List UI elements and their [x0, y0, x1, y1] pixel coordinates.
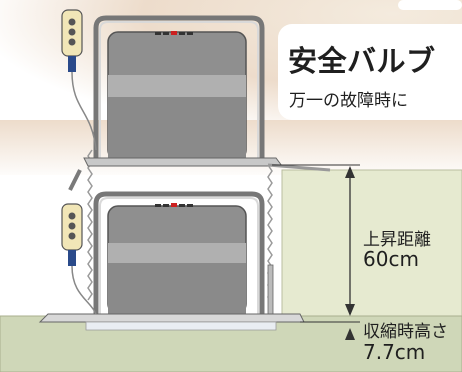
lower-frame	[93, 191, 265, 316]
lift-distance-value: 60cm	[363, 247, 419, 271]
retract-height-value: 7.7cm	[363, 340, 426, 364]
retract-height-arrow	[300, 321, 360, 340]
bellows-left	[87, 149, 93, 301]
upper-side-plate-left	[68, 169, 82, 191]
remote-controller-icon	[61, 9, 97, 151]
lift-distance-label: 上昇距離	[363, 230, 431, 250]
callout-subtitle: 万一の故障時に	[289, 91, 408, 111]
base-platform	[38, 313, 305, 323]
upper-platform	[83, 157, 283, 167]
raised-lift-device	[68, 15, 331, 304]
callout-box	[278, 24, 462, 120]
indicator-light-icon	[155, 203, 193, 207]
retract-height-label: 収縮時高さ	[363, 322, 448, 342]
callout-corner	[398, 0, 462, 10]
upper-side-plate-right	[267, 163, 331, 172]
retracted-lift-device	[38, 191, 305, 331]
indicator-light-icon	[155, 31, 193, 35]
callout-title: 安全バルブ	[288, 44, 436, 78]
upper-frame	[93, 15, 265, 160]
remote-controller-icon	[61, 203, 97, 315]
wall	[281, 169, 462, 321]
lift-distance-arrow	[272, 164, 360, 316]
